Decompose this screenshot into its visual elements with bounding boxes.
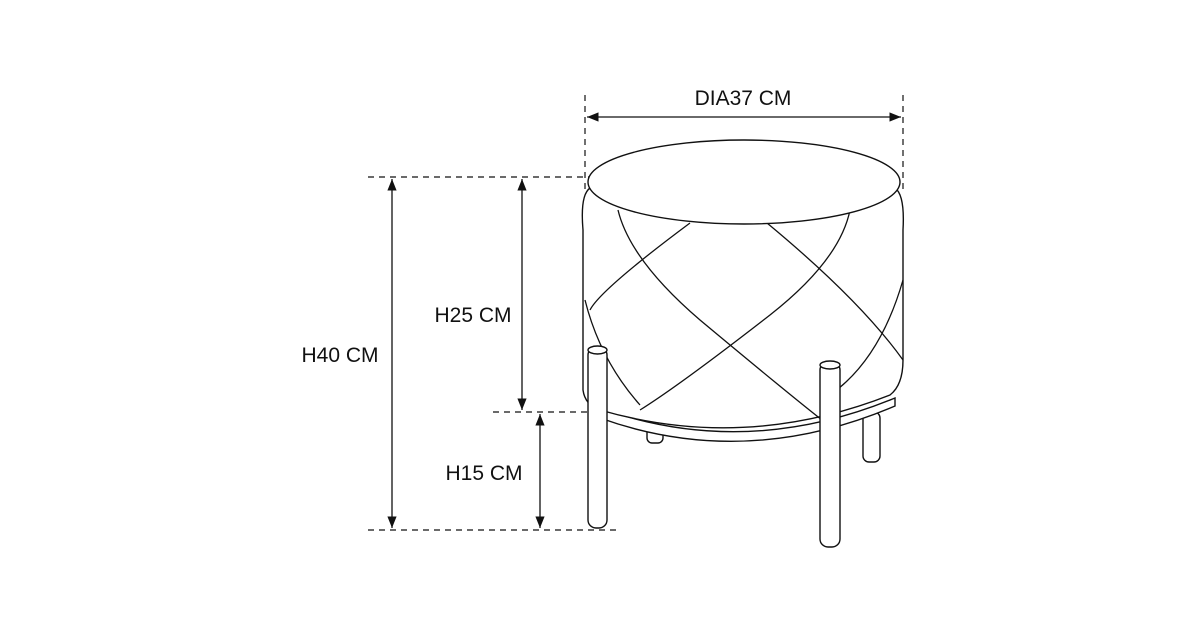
stitching-lines [584,209,904,421]
front-right-leg [819,361,841,548]
back-right-leg [862,411,881,463]
leg-height-label: H15 CM [445,462,522,485]
seat-top [587,139,901,225]
dimension-guides [368,95,904,531]
total-height-label: H40 CM [301,344,378,367]
front-left-leg [587,346,608,529]
seat-height-label: H25 CM [434,304,511,327]
diameter-label: DIA37 CM [695,87,792,110]
